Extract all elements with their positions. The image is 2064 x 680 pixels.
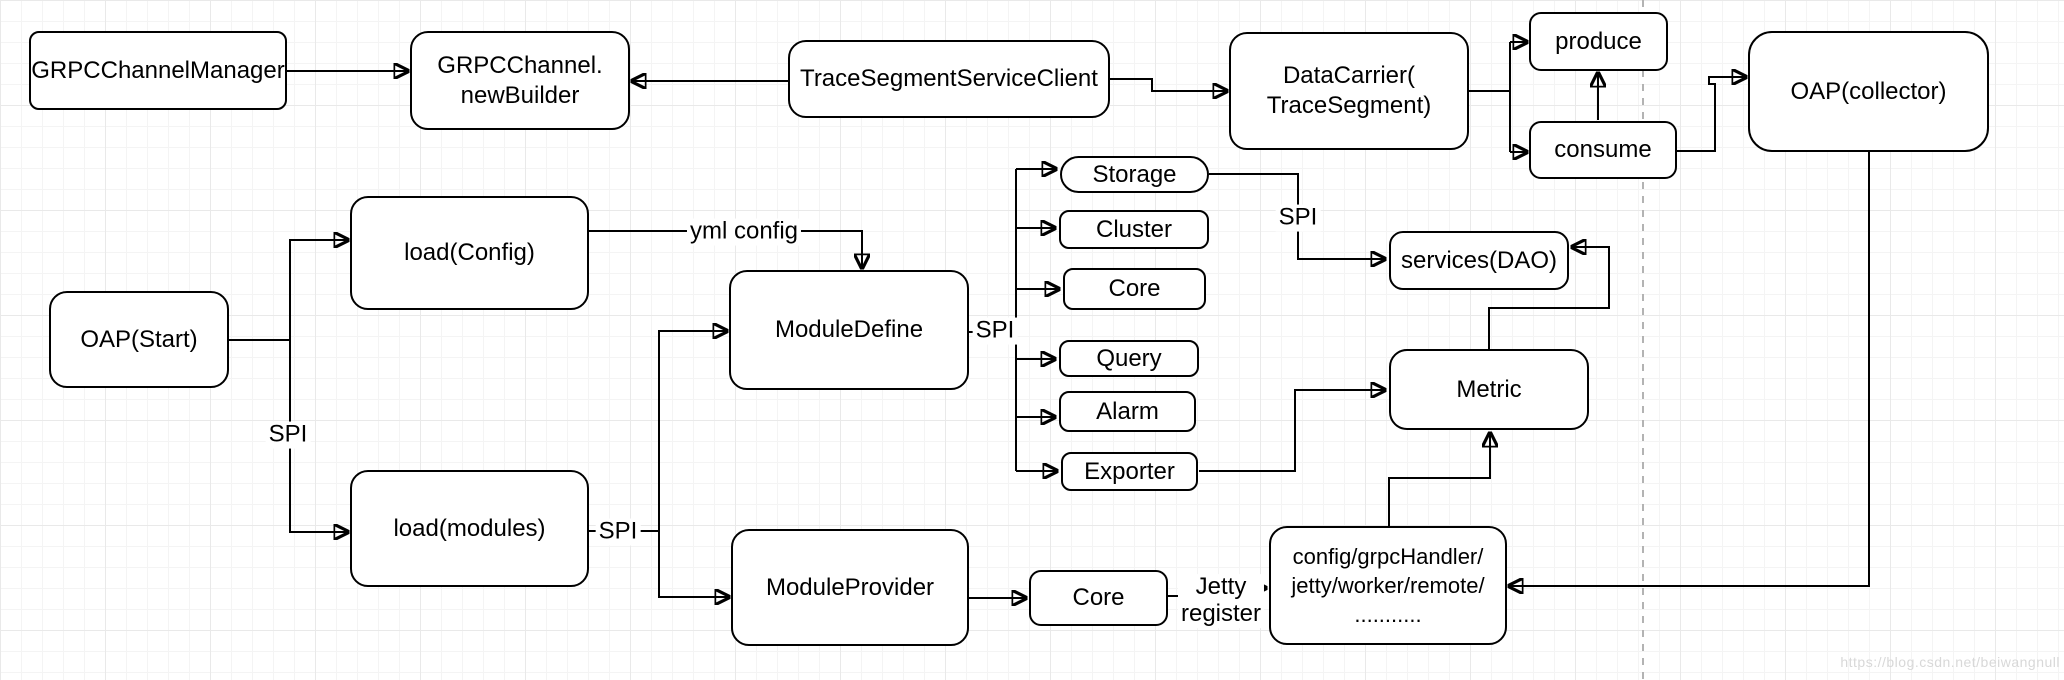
node-label: Query bbox=[1096, 344, 1162, 372]
node-label: ModuleDefine bbox=[774, 316, 924, 343]
node-label: produce bbox=[1555, 27, 1642, 55]
node-label: load(Config) bbox=[404, 239, 535, 266]
node-data-carrier: DataCarrier( TraceSegment) bbox=[1229, 32, 1469, 150]
node-exporter: Exporter bbox=[1061, 452, 1198, 491]
node-label: ModuleProvider bbox=[765, 573, 935, 601]
edge-loadmodules-to-moduleprovider bbox=[658, 531, 729, 597]
edge-start-to-loadmodules bbox=[289, 340, 348, 532]
edge-label-spi-module-define: SPI bbox=[972, 317, 1018, 345]
csdn-watermark: https://blog.csdn.net/beiwangnull bbox=[1840, 654, 2060, 670]
edge-label-spi-storage: SPI bbox=[1275, 204, 1321, 232]
edge-consume-to-collector bbox=[1677, 77, 1746, 152]
node-trace-segment-service-client: TraceSegmentServiceClient bbox=[788, 40, 1110, 118]
node-label: Alarm bbox=[1096, 397, 1159, 425]
node-label: Core bbox=[1072, 584, 1125, 611]
node-services-dao: services(DAO) bbox=[1389, 231, 1569, 290]
node-label: GRPCChannelManager bbox=[31, 56, 285, 84]
node-produce: produce bbox=[1529, 12, 1668, 71]
edge-config-to-metric bbox=[1388, 433, 1490, 526]
node-label: Storage bbox=[1092, 160, 1177, 188]
node-storage: Storage bbox=[1060, 156, 1209, 193]
node-load-modules: load(modules) bbox=[350, 470, 589, 587]
edge-metric-to-servicesdao bbox=[1488, 247, 1610, 349]
node-load-config: load(Config) bbox=[350, 196, 589, 310]
edge-label-jetty-register: Jetty register bbox=[1177, 573, 1265, 628]
node-label: config/grpcHandler/ jetty/worker/remote/… bbox=[1291, 543, 1485, 628]
node-metric: Metric bbox=[1389, 349, 1589, 430]
node-core-module: Core bbox=[1063, 268, 1206, 310]
edge-label-spi-modules: SPI bbox=[595, 518, 641, 546]
node-oap-collector: OAP(collector) bbox=[1748, 31, 1989, 152]
node-query: Query bbox=[1059, 340, 1199, 377]
node-label: Core bbox=[1108, 275, 1161, 302]
node-oap-start: OAP(Start) bbox=[49, 291, 229, 388]
node-module-define: ModuleDefine bbox=[729, 270, 969, 390]
node-label: services(DAO) bbox=[1400, 246, 1557, 274]
node-label: DataCarrier( TraceSegment) bbox=[1266, 62, 1432, 119]
edge-exporter-to-metric bbox=[1199, 390, 1385, 472]
node-label: Cluster bbox=[1095, 215, 1173, 243]
node-label: Exporter bbox=[1084, 457, 1175, 485]
edge-loadconfig-to-moduledefine bbox=[589, 230, 862, 268]
node-consume: consume bbox=[1529, 121, 1677, 179]
node-cluster: Cluster bbox=[1059, 210, 1209, 249]
node-alarm: Alarm bbox=[1059, 391, 1196, 432]
node-label: OAP(collector) bbox=[1790, 77, 1947, 105]
edge-collector-to-config bbox=[1509, 152, 1870, 586]
node-label: consume bbox=[1554, 136, 1652, 163]
node-grpc-channel-manager: GRPCChannelManager bbox=[29, 31, 287, 110]
edge-start-to-loadconfig bbox=[289, 240, 348, 340]
edge-label-spi-start: SPI bbox=[265, 421, 311, 449]
node-label: Metric bbox=[1456, 375, 1522, 403]
node-module-provider: ModuleProvider bbox=[731, 529, 969, 646]
node-config-handlers: config/grpcHandler/ jetty/worker/remote/… bbox=[1269, 526, 1507, 645]
node-label: load(modules) bbox=[393, 514, 546, 542]
node-label: TraceSegmentServiceClient bbox=[800, 65, 1098, 92]
edge-loadmodules-to-moduledefine bbox=[658, 331, 727, 531]
edge-label-yml-config: yml config bbox=[686, 218, 802, 246]
node-label: OAP(Start) bbox=[80, 325, 198, 353]
node-label: GRPCChannel. newBuilder bbox=[437, 51, 603, 109]
node-core-provider: Core bbox=[1029, 570, 1168, 626]
edge-client-to-datacarrier bbox=[1110, 78, 1227, 91]
node-grpc-channel-new-builder: GRPCChannel. newBuilder bbox=[410, 31, 630, 130]
